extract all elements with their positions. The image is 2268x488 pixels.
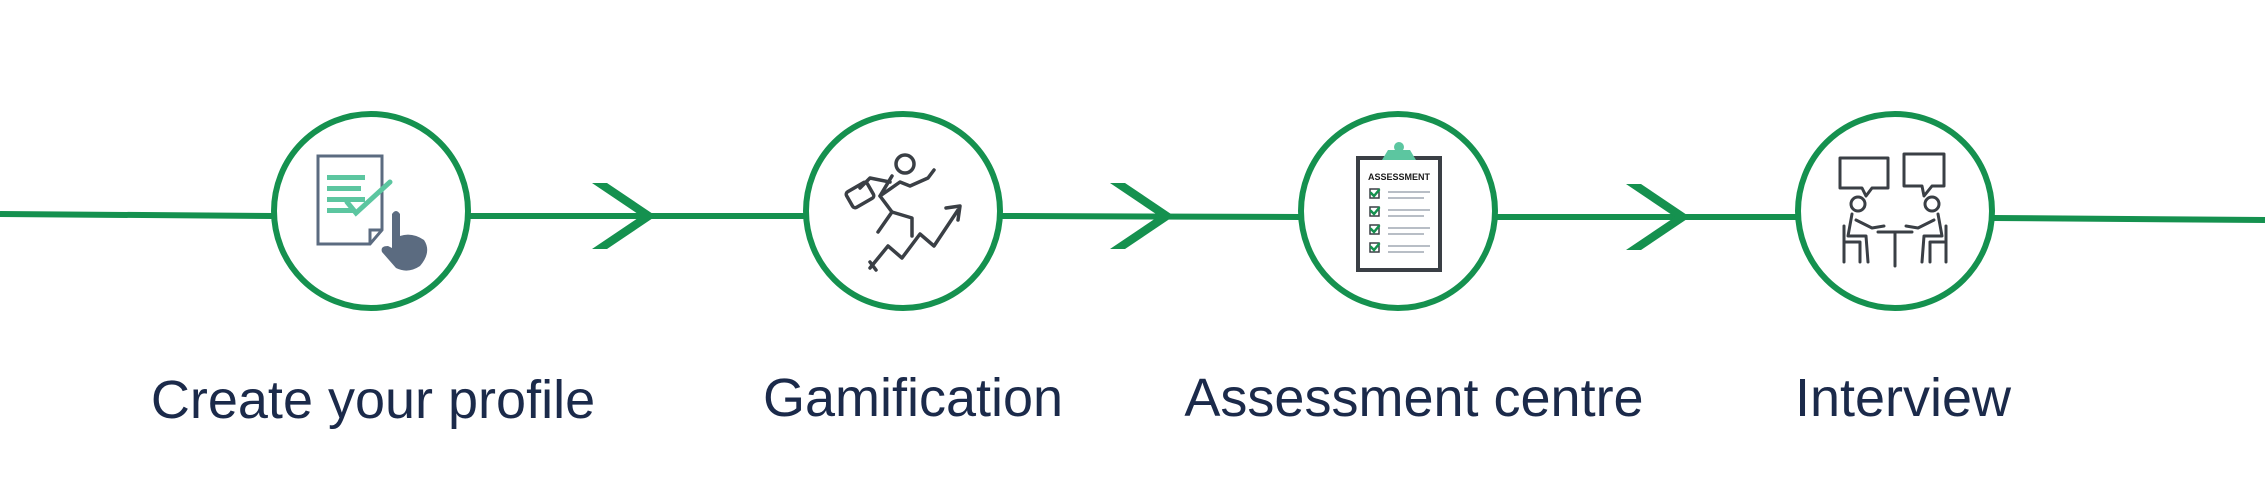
step-label-assessment-centre: Assessment centre bbox=[1184, 368, 1643, 428]
arrows bbox=[592, 183, 1690, 250]
interview-people-icon bbox=[1838, 152, 1948, 268]
arrow-2 bbox=[1110, 183, 1174, 249]
step-label-create-profile: Create your profile bbox=[151, 370, 595, 430]
connector-line-2 bbox=[1000, 213, 1302, 220]
step-label-interview: Interview bbox=[1795, 368, 2012, 428]
running-climber-icon bbox=[844, 153, 962, 272]
assessment-icon-title: ASSESSMENT bbox=[1368, 172, 1431, 182]
step-labels: Create your profile Gamification Assessm… bbox=[151, 368, 2012, 430]
step-circle-4 bbox=[1795, 111, 1995, 311]
connector-line-start bbox=[0, 211, 274, 219]
arrow-3 bbox=[1626, 184, 1690, 250]
connector-lines bbox=[0, 211, 2266, 223]
assessment-clipboard-icon: ASSESSMENT bbox=[1356, 142, 1442, 272]
step-circles bbox=[271, 111, 1995, 311]
profile-form-icon bbox=[316, 154, 428, 271]
step-circle-2 bbox=[803, 111, 1003, 311]
connector-line-end bbox=[1992, 215, 2266, 223]
step-label-gamification: Gamification bbox=[763, 368, 1063, 428]
arrow-1 bbox=[592, 183, 656, 249]
